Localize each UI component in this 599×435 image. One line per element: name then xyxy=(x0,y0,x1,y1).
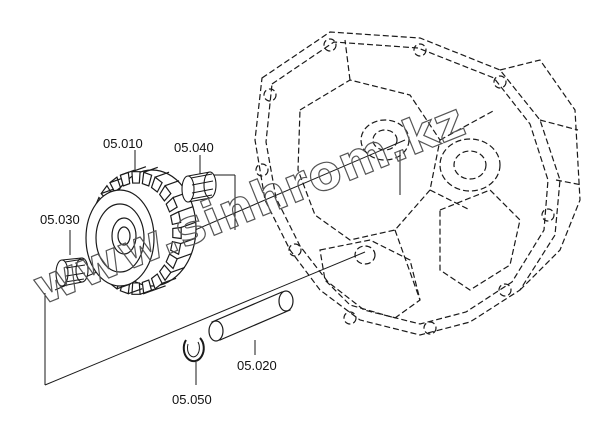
gear-tooth-edge xyxy=(164,180,180,187)
shaft-05020 xyxy=(208,290,294,342)
gear-tooth xyxy=(131,171,141,184)
label-05020: 05.020 xyxy=(237,358,277,373)
label-05010: 05.010 xyxy=(103,136,143,151)
gear-tooth xyxy=(170,240,182,256)
gear-tooth-edge xyxy=(139,288,155,295)
gear-tooth xyxy=(150,273,163,290)
transmission-housing xyxy=(254,31,583,336)
snap-ring-05050 xyxy=(182,337,205,363)
gear-tooth-edge xyxy=(143,166,158,173)
gear-tooth xyxy=(158,264,172,282)
needle-bearing-05040 xyxy=(181,171,217,203)
watermark-text: www.sinhrom.kz xyxy=(26,92,474,316)
gear-tooth xyxy=(172,226,182,240)
gear-tooth-edge xyxy=(180,221,196,229)
gear-tooth xyxy=(165,196,178,213)
gear-tooth xyxy=(165,253,178,270)
gear-tooth-edge xyxy=(178,206,193,213)
gear-tooth-edge xyxy=(154,171,170,178)
label-05050: 05.050 xyxy=(172,392,212,407)
gear-tooth xyxy=(131,282,141,295)
gear-tooth xyxy=(158,184,172,202)
label-05040: 05.040 xyxy=(174,140,214,155)
gear-tooth xyxy=(150,176,163,193)
gear-tooth-edge xyxy=(131,166,147,173)
gear-tooth xyxy=(109,176,122,193)
gear-tooth-edge xyxy=(176,253,192,260)
gear-tooth-edge xyxy=(180,237,195,245)
needle-bearing-05030 xyxy=(55,257,89,287)
gear-tooth xyxy=(141,171,153,187)
gear-tooth-edge xyxy=(128,288,143,295)
gear-tooth xyxy=(170,210,182,226)
gear-05010 xyxy=(85,166,197,295)
label-05030: 05.030 xyxy=(40,212,80,227)
gear-tooth-edge xyxy=(170,266,186,274)
gear-tooth-edge xyxy=(161,277,177,284)
gear-tooth xyxy=(141,279,153,295)
